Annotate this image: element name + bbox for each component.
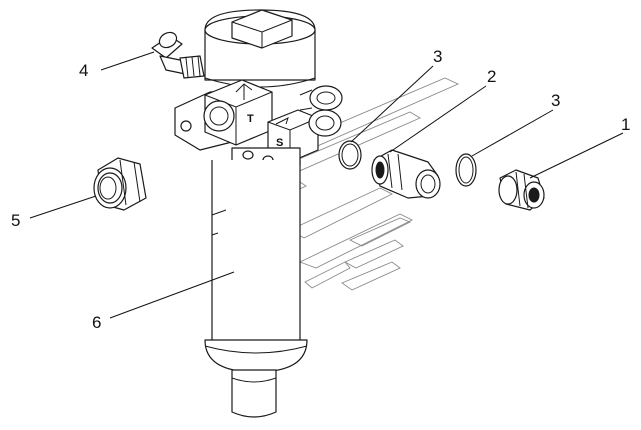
callout-2: 2 (487, 67, 496, 86)
leader-5 (29, 195, 97, 219)
leader-3-right (471, 109, 554, 157)
leader-4 (100, 51, 155, 71)
filter-housing-part-6: T S (174, 9, 343, 418)
leader-1 (529, 132, 624, 179)
port-mark-t: T (247, 113, 254, 125)
callout-labels: 4 3 2 3 1 5 6 (11, 47, 630, 332)
leader-6 (109, 271, 235, 319)
union-fitting-part-5 (93, 157, 147, 211)
leader-2 (389, 85, 487, 153)
adapter-fitting-part-2 (371, 149, 441, 199)
callout-3-left: 3 (433, 47, 442, 66)
callout-4: 4 (79, 61, 88, 80)
o-ring-part-3-left (338, 140, 362, 170)
callout-6: 6 (92, 313, 101, 332)
leader-3-left (350, 65, 434, 143)
elbow-fitting-part-4 (151, 31, 205, 79)
port-mark-s: S (276, 137, 283, 149)
callout-3-right: 3 (551, 91, 560, 110)
callout-1: 1 (621, 115, 630, 134)
leader-lines (29, 51, 624, 319)
callout-5: 5 (11, 211, 20, 230)
o-ring-part-3-right (455, 153, 477, 187)
nipple-fitting-part-1 (498, 169, 545, 211)
